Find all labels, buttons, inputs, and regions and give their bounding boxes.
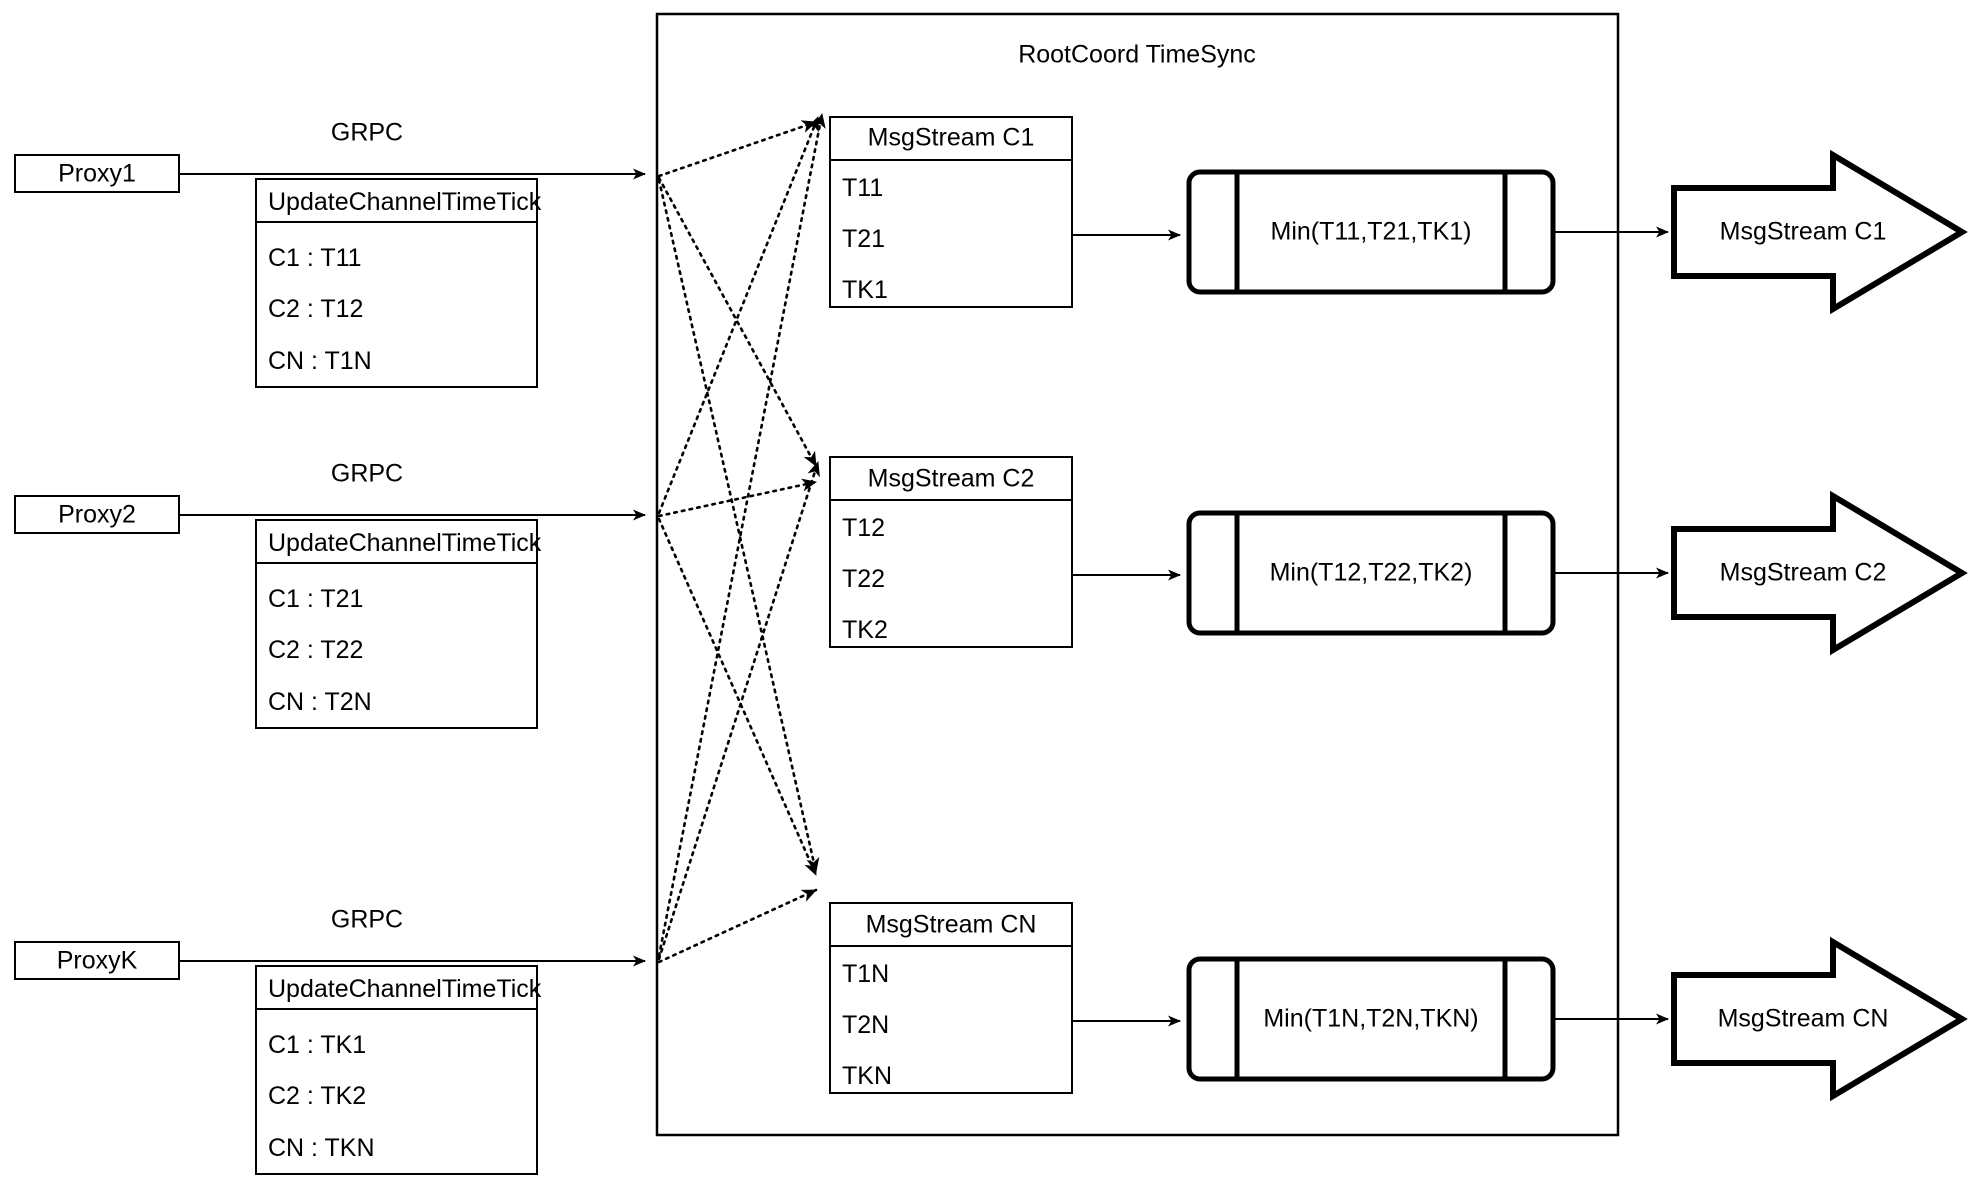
fanout-from-proxy-1 <box>657 120 820 874</box>
timetick-row: C1 : T11 <box>268 244 362 272</box>
msgstream-tick: TKN <box>842 1062 892 1090</box>
proxy-label-2[interactable]: Proxy2 <box>58 500 136 529</box>
msgstream-tick: T2N <box>842 1011 890 1039</box>
min-process-label-2: Min(T12,T22,TK2) <box>1269 558 1473 587</box>
output-arrow-label-1: MsgStream C1 <box>1719 217 1887 246</box>
fanout-from-proxy-2 <box>657 115 820 877</box>
timetick-row: C2 : T12 <box>268 295 364 323</box>
grpc-label-3: GRPC <box>330 905 404 934</box>
msgstream-tick: T21 <box>842 225 886 253</box>
fanout-from-proxy-3 <box>657 112 826 964</box>
timetick-row: CN : TKN <box>268 1134 375 1162</box>
timetick-header-3: UpdateChannelTimeTick <box>268 975 542 1003</box>
proxy-label-1[interactable]: Proxy1 <box>58 159 136 188</box>
timetick-row: C1 : T21 <box>268 585 364 613</box>
timetick-header-1: UpdateChannelTimeTick <box>268 188 542 216</box>
timetick-row: CN : T1N <box>268 347 372 375</box>
msgstream-header-2: MsgStream C2 <box>867 464 1035 493</box>
proxy-label-3[interactable]: ProxyK <box>56 946 138 975</box>
min-process-label-1: Min(T11,T21,TK1) <box>1270 217 1472 246</box>
rootcoord-container <box>655 12 1620 1137</box>
timetick-row: CN : T2N <box>268 688 372 716</box>
timetick-row: C2 : TK2 <box>268 1082 367 1110</box>
msgstream-tick: TK1 <box>842 276 888 304</box>
msgstream-tick: T1N <box>842 960 890 988</box>
msgstream-tick: T12 <box>842 514 886 542</box>
timetick-row: C2 : T22 <box>268 636 364 664</box>
output-arrow-label-2: MsgStream C2 <box>1719 558 1887 587</box>
msgstream-tick: T22 <box>842 565 886 593</box>
msgstream-header-3: MsgStream CN <box>865 910 1037 939</box>
grpc-label-2: GRPC <box>330 459 404 488</box>
output-arrow-label-3: MsgStream CN <box>1717 1004 1889 1033</box>
msgstream-header-1: MsgStream C1 <box>867 123 1035 152</box>
container-title: RootCoord TimeSync <box>1018 40 1256 69</box>
msgstream-tick: TK2 <box>842 616 888 644</box>
timetick-row: C1 : TK1 <box>268 1031 367 1059</box>
min-process-label-3: Min(T1N,T2N,TKN) <box>1263 1004 1479 1033</box>
grpc-label-1: GRPC <box>330 118 404 147</box>
msgstream-tick: T11 <box>842 174 884 202</box>
timetick-header-2: UpdateChannelTimeTick <box>268 529 542 557</box>
